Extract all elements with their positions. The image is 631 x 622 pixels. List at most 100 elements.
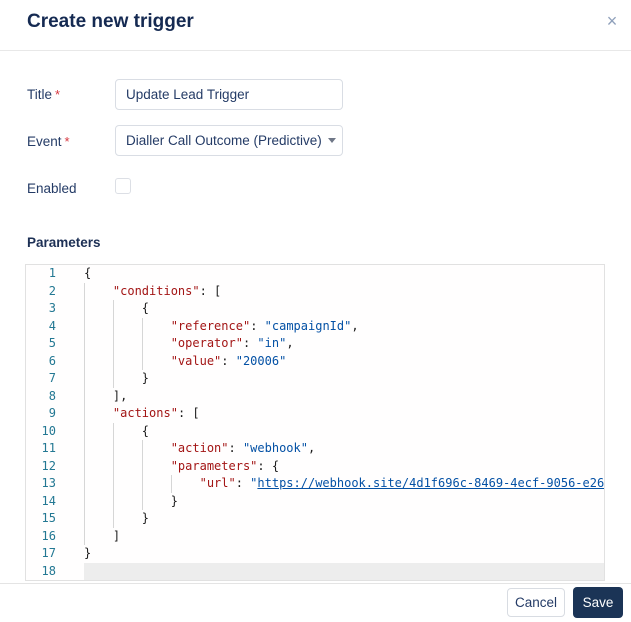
line-number: 13 [41, 476, 56, 490]
line-number: 12 [41, 458, 56, 473]
indent-guide [141, 352, 143, 370]
indent-guide [112, 457, 114, 475]
enabled-checkbox[interactable] [115, 178, 131, 194]
line-content: { [84, 300, 604, 318]
indent-guide [112, 317, 114, 335]
required-asterisk: * [64, 134, 70, 149]
modal-title: Create new trigger [27, 11, 194, 32]
indent-guide [84, 282, 85, 300]
line-content: "url": "https://webhook.site/4d1f696c-84… [84, 475, 604, 493]
indent-guide [84, 370, 85, 388]
line-content [84, 562, 604, 580]
code-line[interactable]: 18 [26, 562, 604, 580]
code-line[interactable]: 16 ] [26, 527, 604, 545]
indent-guide [84, 352, 85, 370]
line-number: 3 [48, 301, 56, 315]
code-line[interactable]: 12 "parameters": { [26, 457, 604, 475]
cancel-button[interactable]: Cancel [507, 588, 565, 617]
code-line[interactable]: 11 "action": "webhook", [26, 440, 604, 458]
line-number: 4 [48, 318, 56, 333]
code-line[interactable]: 8 ], [26, 387, 604, 405]
code-line[interactable]: 6 "value": "20006" [26, 352, 604, 370]
indent-guide [84, 475, 85, 493]
code-line[interactable]: 2 "conditions": [ [26, 282, 604, 300]
code-line[interactable]: 1{ [26, 265, 604, 283]
header-divider [0, 50, 631, 51]
enabled-label: Enabled [27, 181, 77, 196]
required-asterisk: * [55, 87, 61, 102]
line-number: 7 [48, 371, 56, 385]
indent-guide [112, 492, 114, 510]
line-number: 8 [48, 388, 56, 403]
indent-guide [84, 300, 85, 318]
line-number: 2 [48, 283, 56, 298]
code-line[interactable]: 5 "operator": "in", [26, 335, 604, 353]
indent-guide [84, 510, 85, 528]
line-number: 18 [41, 563, 56, 578]
line-content: ] [84, 527, 604, 545]
indent-guide [84, 422, 85, 440]
indent-guide [84, 527, 85, 545]
line-content: "parameters": { [84, 457, 604, 475]
event-select[interactable]: Dialler Call Outcome (Predictive) [115, 125, 343, 156]
code-line[interactable]: 9 "actions": [ [26, 405, 604, 423]
parameters-code-editor[interactable]: 1{2 "conditions": [3 {4 "reference": "ca… [25, 264, 605, 581]
indent-guide [112, 422, 114, 440]
line-number: 10 [41, 423, 56, 438]
indent-guide [84, 335, 85, 353]
line-number: 9 [48, 406, 56, 420]
line-number: 17 [41, 546, 56, 560]
line-content: } [84, 370, 604, 388]
indent-guide [84, 387, 85, 405]
code-line[interactable]: 7 } [26, 370, 604, 388]
indent-guide [112, 510, 114, 528]
code-line[interactable]: 15 } [26, 510, 604, 528]
title-label: Title* [27, 87, 60, 102]
line-number: 16 [41, 528, 56, 543]
line-content: { [84, 266, 92, 280]
line-content: } [84, 492, 604, 510]
event-select-value: Dialler Call Outcome (Predictive) [126, 133, 322, 148]
indent-guide [141, 317, 143, 335]
line-content: "action": "webhook", [84, 440, 604, 458]
save-button[interactable]: Save [573, 587, 623, 618]
indent-guide [112, 475, 114, 493]
code-line[interactable]: 10 { [26, 422, 604, 440]
line-number: 14 [41, 493, 56, 508]
code-line[interactable]: 4 "reference": "campaignId", [26, 317, 604, 335]
indent-guide [141, 475, 143, 493]
line-number: 11 [41, 441, 56, 455]
indent-guide [112, 335, 114, 353]
modal-header: Create new trigger × [0, 0, 631, 50]
line-number: 6 [48, 353, 56, 368]
indent-guide [84, 440, 85, 458]
indent-guide [141, 457, 143, 475]
line-content: } [84, 546, 92, 560]
footer-divider [0, 583, 631, 584]
line-content: } [84, 510, 604, 528]
indent-guide [112, 370, 114, 388]
code-lines: 1{2 "conditions": [3 {4 "reference": "ca… [26, 265, 604, 580]
code-line[interactable]: 13 "url": "https://webhook.site/4d1f696c… [26, 475, 604, 493]
indent-guide [141, 440, 143, 458]
close-icon[interactable]: × [599, 8, 625, 34]
indent-guide [84, 457, 85, 475]
indent-guide [84, 405, 85, 423]
line-number: 15 [41, 511, 56, 525]
line-content: { [84, 422, 604, 440]
title-input[interactable] [115, 79, 343, 110]
indent-guide [84, 317, 85, 335]
code-line[interactable]: 3 { [26, 300, 604, 318]
chevron-down-icon [327, 138, 336, 143]
event-label: Event* [27, 134, 70, 149]
code-line[interactable]: 17} [26, 545, 604, 563]
title-label-text: Title [27, 87, 53, 102]
event-label-text: Event [27, 134, 62, 149]
line-number: 5 [48, 336, 56, 350]
parameters-label: Parameters [27, 235, 101, 250]
line-content: "conditions": [ [84, 282, 604, 300]
code-line[interactable]: 14 } [26, 492, 604, 510]
indent-guide [84, 492, 85, 510]
indent-guide [141, 492, 143, 510]
line-content: ], [84, 387, 604, 405]
